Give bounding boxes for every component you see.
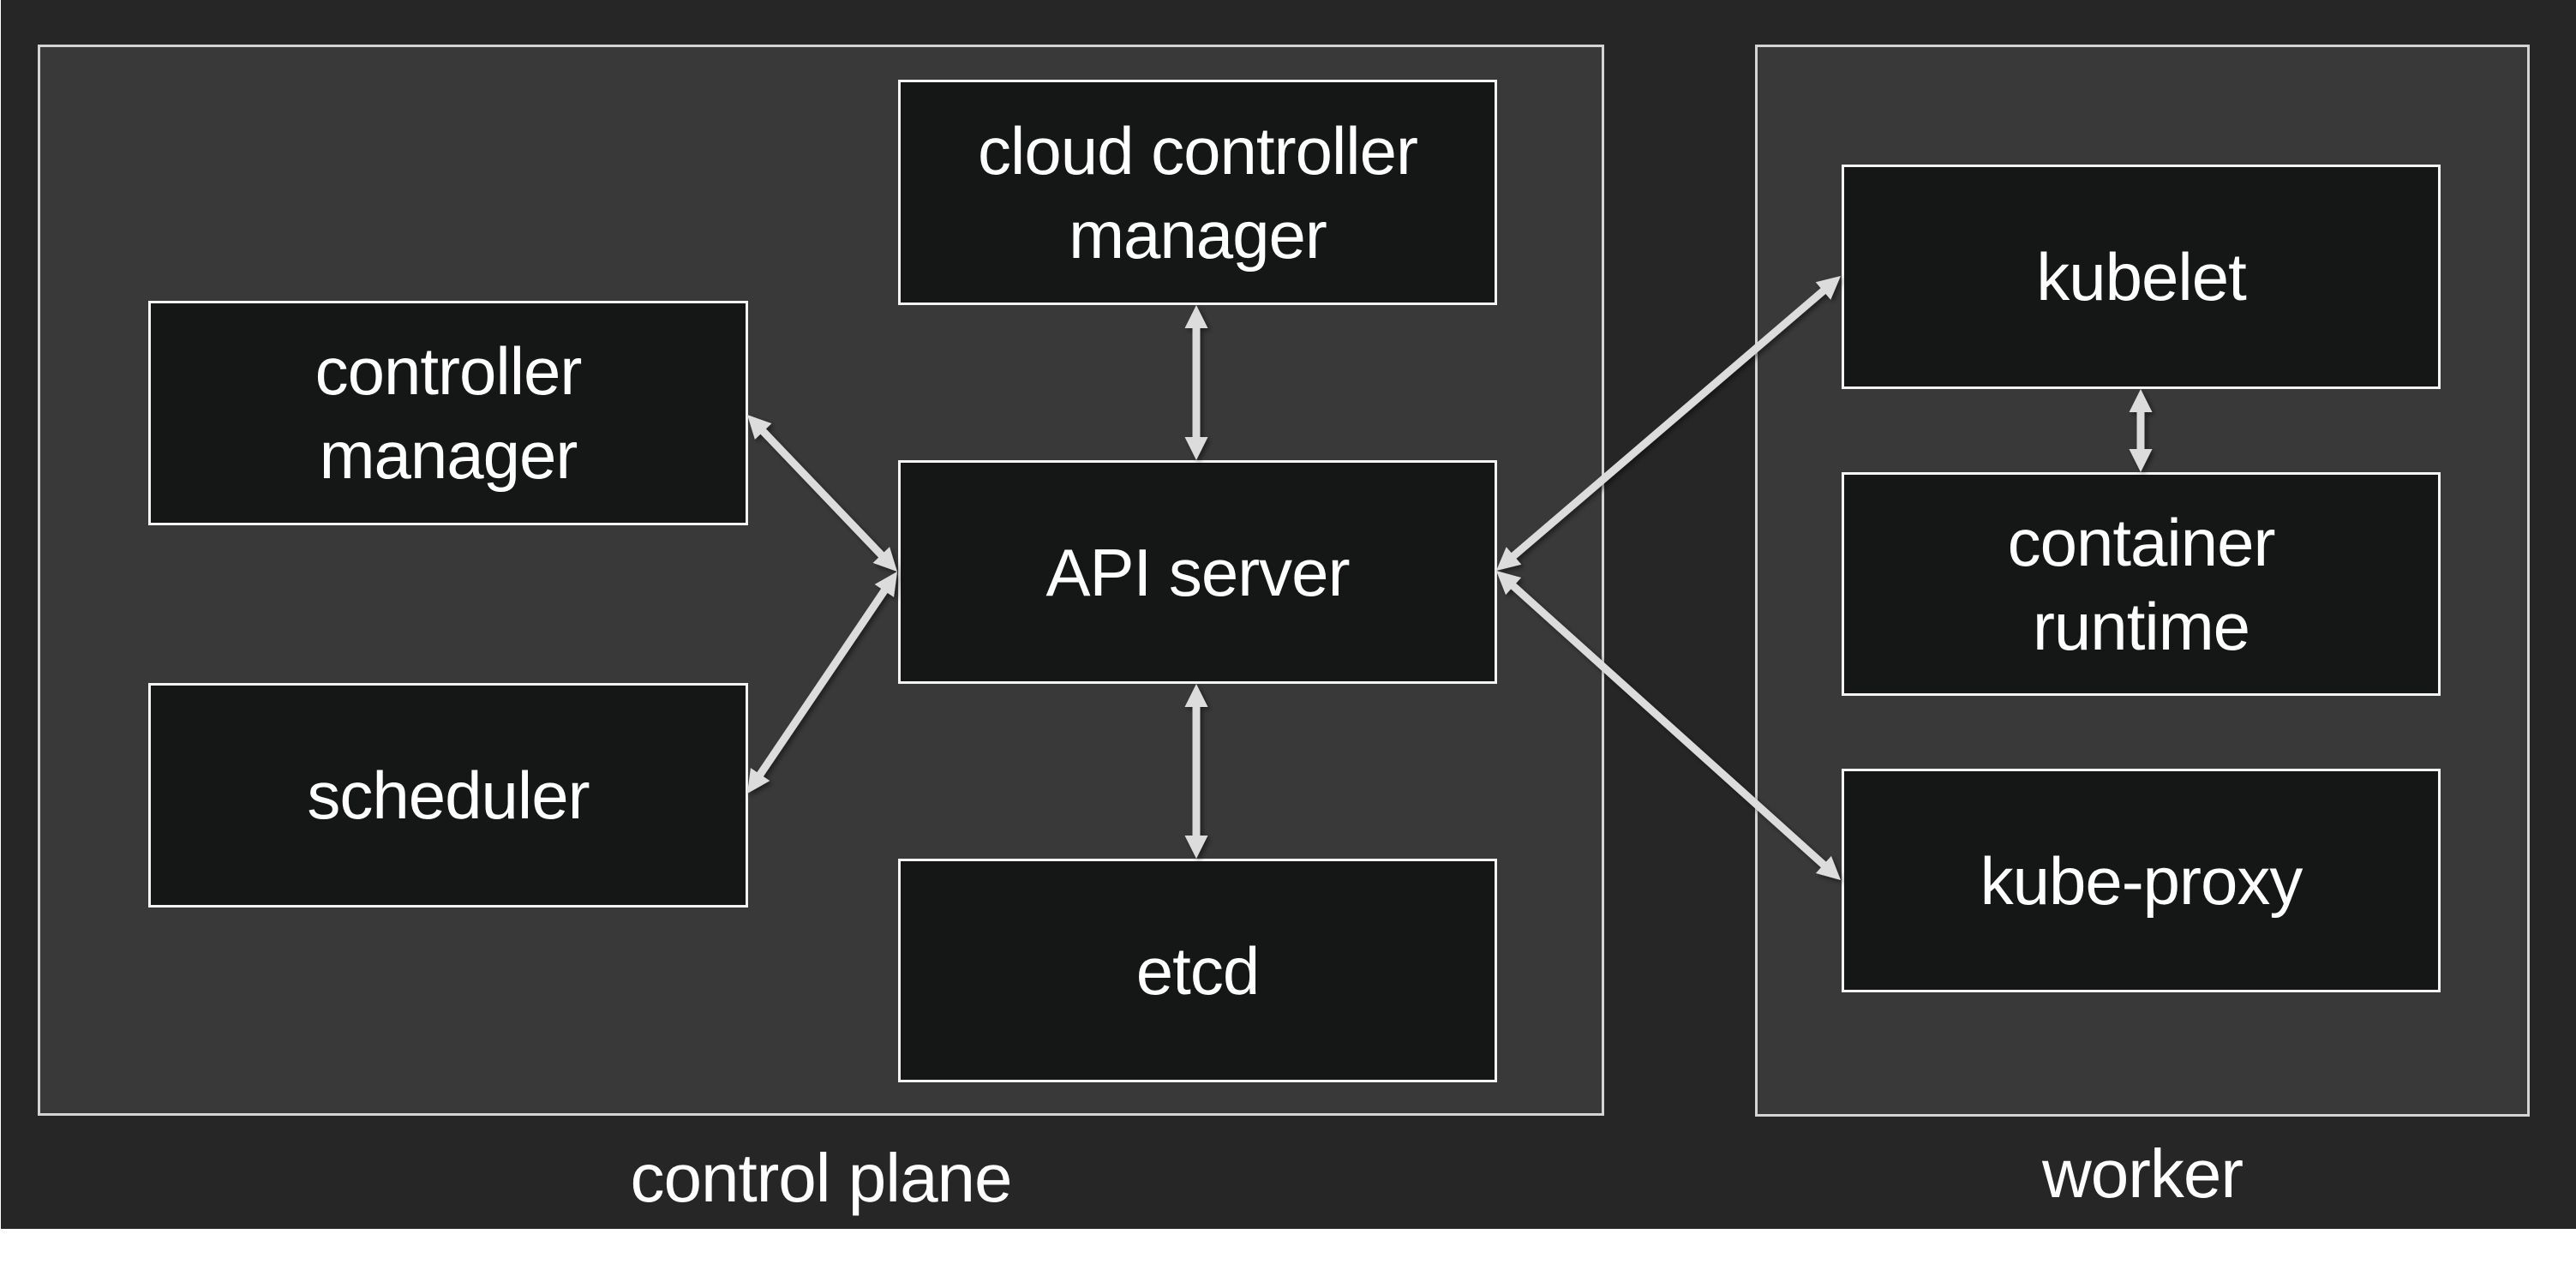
- controller-manager-node: controller manager: [148, 301, 748, 525]
- control-plane-label: control plane: [630, 1140, 1012, 1216]
- scheduler-node: scheduler: [148, 683, 748, 908]
- diagram-canvas: controller manager scheduler cloud contr…: [1, 0, 2576, 1229]
- kube-proxy-node: kube-proxy: [1842, 769, 2441, 992]
- cloud-controller-manager-node: cloud controller manager: [898, 80, 1497, 305]
- etcd-node: etcd: [898, 859, 1497, 1082]
- worker-label: worker: [2041, 1135, 2244, 1212]
- container-runtime-node: container runtime: [1842, 472, 2441, 696]
- kubelet-node: kubelet: [1842, 165, 2441, 389]
- api-server-node: API server: [898, 460, 1497, 684]
